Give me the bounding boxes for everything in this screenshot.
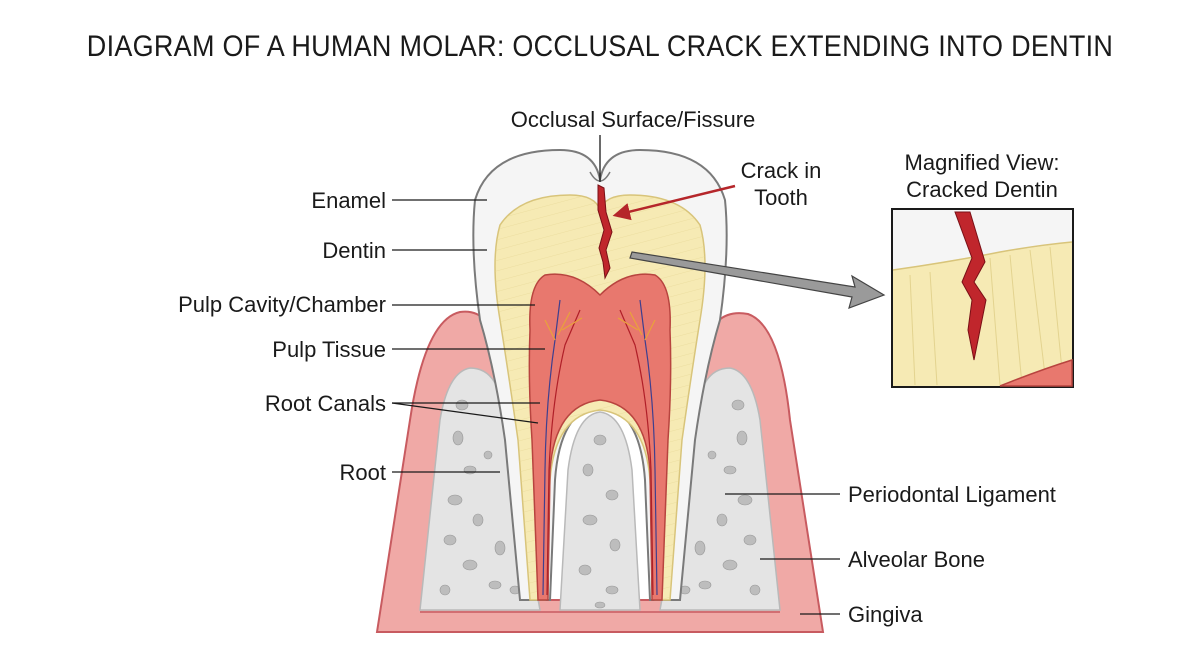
- label-alveolar-bone: Alveolar Bone: [848, 547, 985, 572]
- alveolar-bone-center: [559, 411, 641, 611]
- label-crack-line1: Crack in: [741, 158, 822, 183]
- label-periodontal-ligament: Periodontal Ligament: [848, 482, 1056, 507]
- label-root-canals: Root Canals: [265, 391, 386, 416]
- page-title: DIAGRAM OF A HUMAN MOLAR: OCCLUSAL CRACK…: [86, 30, 1114, 63]
- magnify-arrow: [629, 251, 886, 309]
- label-occlusal-surface: Occlusal Surface/Fissure: [511, 107, 756, 132]
- pulp-chamber: [528, 273, 672, 601]
- label-dentin: Dentin: [322, 238, 386, 263]
- crack: [597, 184, 613, 280]
- label-gingiva: Gingiva: [848, 602, 923, 627]
- pulp-vessels: [542, 299, 658, 596]
- inset-title-line2: Cracked Dentin: [906, 177, 1058, 202]
- leader-lines: [391, 135, 840, 615]
- label-root: Root: [340, 460, 386, 485]
- label-enamel: Enamel: [311, 188, 386, 213]
- magnified-inset: [891, 208, 1074, 388]
- label-pulp-tissue: Pulp Tissue: [272, 337, 386, 362]
- inset-title-line1: Magnified View:: [905, 150, 1060, 175]
- label-pulp-cavity: Pulp Cavity/Chamber: [178, 292, 386, 317]
- label-crack-line2: Tooth: [754, 185, 808, 210]
- crack-arrow: [612, 184, 736, 221]
